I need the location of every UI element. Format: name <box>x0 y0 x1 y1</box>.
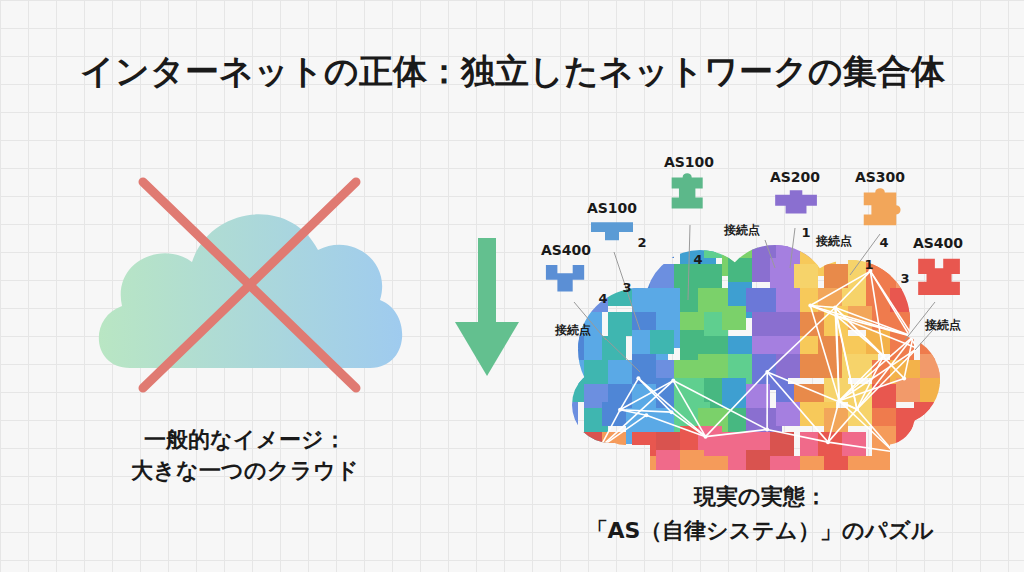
connection-label: 接続点 <box>925 317 961 334</box>
puzzle-piece <box>771 187 819 223</box>
as-piece: AS100 <box>664 154 714 214</box>
callout-number: 4 <box>879 235 888 250</box>
caption-text: 「AS（自律システム）」のパズル <box>586 516 935 546</box>
as-piece: AS400 <box>913 235 963 297</box>
callout-number: 2 <box>637 235 646 250</box>
as-piece: AS300 <box>855 169 905 229</box>
callout-number: 4 <box>693 252 702 267</box>
puzzle-piece <box>858 187 902 229</box>
cross-mark <box>143 182 356 388</box>
connection-label: 接続点 <box>816 233 852 250</box>
as-label: AS100 <box>664 154 714 170</box>
as-label: AS400 <box>913 235 963 251</box>
as-label: AS400 <box>541 242 591 258</box>
as-piece: AS100 <box>587 200 637 250</box>
as-label: AS200 <box>770 169 820 185</box>
caption-text: 現実の実態： <box>694 482 827 512</box>
puzzle-cloud <box>554 234 980 492</box>
down-arrow <box>455 238 519 376</box>
as-piece: AS400 <box>541 242 591 298</box>
callout-number: 4 <box>598 291 607 306</box>
as-piece: AS200 <box>770 169 820 223</box>
as-label: AS300 <box>855 169 905 185</box>
callout-number: 1 <box>864 257 873 272</box>
puzzle-piece <box>544 260 588 298</box>
connection-label: 接続点 <box>555 322 591 339</box>
title: インターネットの正体：独立したネットワークの集合体 <box>80 49 945 95</box>
leader-lines <box>574 225 940 372</box>
as-label: AS100 <box>587 200 637 216</box>
network-lines <box>598 266 919 454</box>
callout-number: 1 <box>801 225 810 240</box>
callout-number: 3 <box>622 280 631 295</box>
puzzle-piece <box>914 253 962 297</box>
callout-number: 3 <box>900 271 909 286</box>
puzzle-piece <box>589 218 635 250</box>
puzzle-piece <box>668 172 710 214</box>
caption-text: 大きな一つのクラウド <box>131 456 359 486</box>
connection-label: 接続点 <box>724 222 760 239</box>
caption-text: 一般的なイメージ： <box>144 425 346 455</box>
